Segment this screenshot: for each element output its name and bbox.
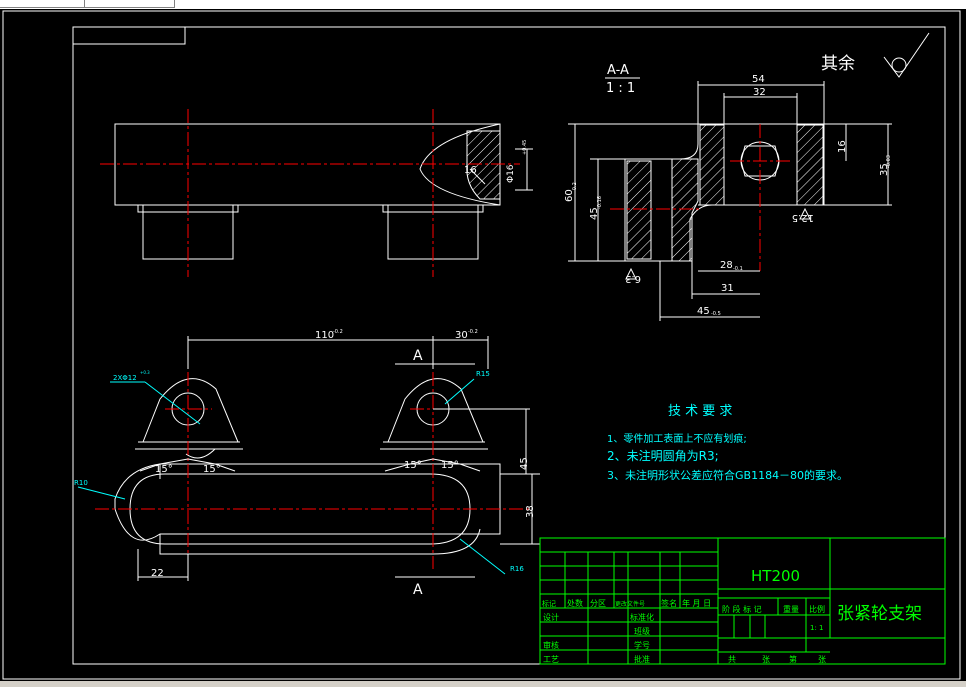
plan-leaders [77,378,506,575]
toolbar-segment [84,0,175,8]
rev-h-count: 处数 [567,598,583,608]
label-student-no: 学号 [634,640,650,650]
label-total: 共 [728,655,736,664]
sec-h16: 16 [837,140,848,153]
label-process: 工艺 [543,655,559,664]
cut-label-bottom: A [413,582,423,598]
sec-h45: 45 [589,207,600,220]
notes-title: 技 术 要 求 [668,404,732,419]
plan-w22: 22 [151,568,164,579]
sec-w31: 31 [721,283,734,294]
plan-d110: 110 [315,330,334,341]
top-view [114,123,533,260]
plan-r15: R15 [476,370,490,378]
top-toolbar-strip [0,0,966,9]
cut-label-top: A [413,348,423,364]
part-name: 张紧轮支架 [837,604,922,624]
note-3: 3、未注明形状公差应符合GB1184－80的要求。 [607,468,848,482]
rev-h-sign: 签名 [661,598,677,608]
label-sheet-unit: 张 [818,655,826,664]
label-stage-mark: 阶 段 标 记 [722,604,762,614]
sec-h35-tol: -0.03 [886,155,892,168]
material: HT200 [751,567,800,585]
top-h16: 16 [464,165,477,176]
label-weight: 重量 [783,604,799,614]
section-view [624,123,825,262]
sec-h60-tol: -0.2 [572,182,578,192]
label-sheet-no: 第 [789,654,797,664]
plan-r16: R16 [510,565,524,573]
sec-w45: 45 [697,306,710,317]
label-approve: 批准 [634,654,650,664]
plan-h38: 38 [525,505,536,518]
sec-h60: 60 [564,189,575,202]
plan-h45: 45 [519,457,530,470]
rev-h-mark: 标记 [542,599,556,608]
section-label: A-A [607,63,629,78]
plan-holes-tol: +0.3 [140,370,150,375]
label-grade: 班级 [634,626,650,636]
note-1: 1、零件加工表面上不应有划痕; [607,432,747,445]
surface-finish-icon [883,32,930,78]
sec-w54: 54 [752,74,765,85]
plan-holes: 2XΦ12 [113,374,137,382]
drawing-canvas[interactable]: Φ16 +0.45 16 A-A 1 : 1 其余 [0,9,966,681]
surface-finish-remainder: 其余 [821,54,855,74]
title-block [539,537,946,665]
rev-h-date: 年 月 日 [682,598,711,608]
top-hole-dim: Φ16 [506,164,516,183]
rev-h-zone: 分区 [590,599,606,608]
bottom-status-strip [0,681,966,687]
plan-d30-tol: -0.2 [468,329,478,335]
plan-ang4: 15° [441,460,459,471]
sec-w28-tol: -0.1 [733,266,743,272]
drawing-frame [2,10,961,680]
section-scale: 1 : 1 [606,81,635,96]
label-standardize: 标准化 [630,612,654,622]
note-2: 2、未注明圆角为R3; [607,448,719,463]
ra-bottom: 6.3 [625,273,641,284]
section-centerlines [610,124,790,271]
plan-ang2: 15° [203,464,221,475]
label-ratio: 比例 [809,604,825,614]
label-review: 审核 [543,640,559,650]
plan-d110-tol: -0.2 [333,329,343,335]
sec-w45-tol: -0.5 [711,311,721,317]
sec-h45-tol: -0.16 [597,196,603,209]
top-view-centerlines [100,109,520,277]
rev-h-doc: 更改文件号 [615,600,645,608]
sec-w32: 32 [753,87,766,98]
plan-ang1: 15° [155,464,173,475]
sec-w28: 28 [720,260,733,271]
section-dimensions [568,81,892,321]
ratio-value: 1: 1 [810,624,824,632]
label-design: 设计 [543,612,559,622]
toolbar-segment [0,0,85,8]
top-hole-tol: +0.45 [522,140,528,155]
ra-top: 12.5 [792,212,814,223]
plan-d30: 30 [455,330,468,341]
plan-ang3: 15° [404,460,422,471]
label-sheets: 张 [762,655,770,664]
plan-dimensions [137,336,540,581]
sec-h35: 35 [879,163,890,176]
plan-r10: R10 [74,479,88,487]
